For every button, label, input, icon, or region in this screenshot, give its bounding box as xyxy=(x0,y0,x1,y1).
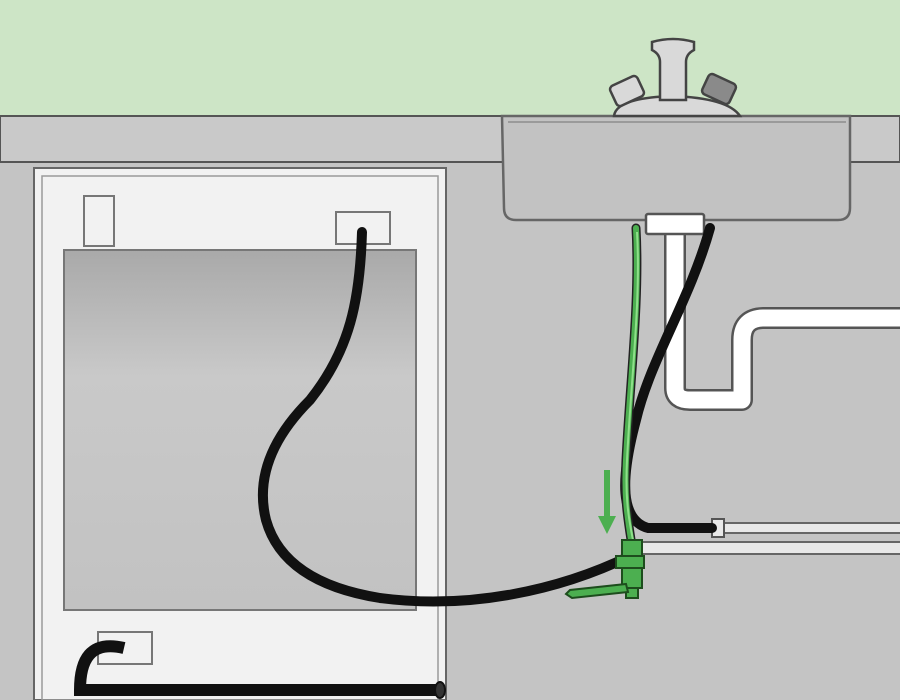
drain-flange xyxy=(644,212,706,236)
faucet-icon xyxy=(608,37,743,118)
dishwasher-top-bracket-left xyxy=(83,195,115,247)
dishwasher-tub xyxy=(63,249,417,611)
wall xyxy=(0,0,900,118)
hose-end xyxy=(434,681,446,699)
sink-basin xyxy=(500,114,852,222)
down-arrow-icon xyxy=(598,470,616,534)
supply-hose xyxy=(620,223,642,551)
valve-handle[interactable] xyxy=(564,582,630,600)
dishwasher-inlet-hose xyxy=(73,640,440,696)
drain-pipe xyxy=(644,212,900,411)
sink xyxy=(500,114,852,222)
shutoff-valve[interactable] xyxy=(564,539,645,600)
dishwasher-inner-frame xyxy=(41,175,439,700)
water-supply-line xyxy=(636,518,900,555)
dishwasher xyxy=(33,167,447,700)
